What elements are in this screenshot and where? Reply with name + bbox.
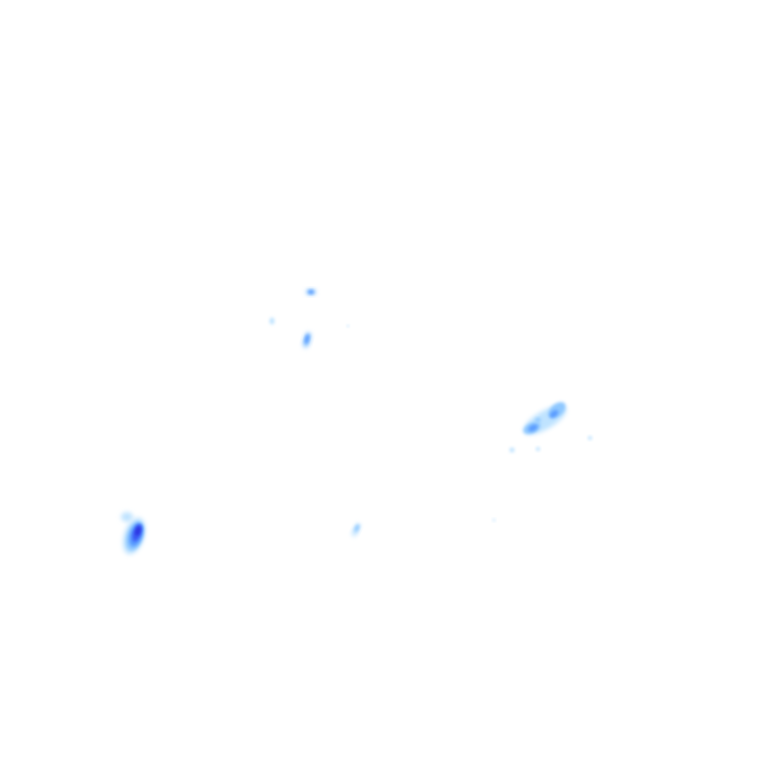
rain-cell-right-cluster bbox=[523, 402, 567, 435]
rain-cell-right-specks bbox=[492, 436, 592, 522]
rain-cell-lower-left-heavy bbox=[121, 512, 146, 555]
rain-cell-upper-center bbox=[306, 289, 316, 295]
rain-cell-upper-left-speck bbox=[269, 317, 275, 325]
rain-cell-lower-center bbox=[351, 523, 361, 537]
rain-cell-center-streak bbox=[303, 332, 311, 348]
rain-cell-upper-right-speck bbox=[346, 324, 350, 328]
